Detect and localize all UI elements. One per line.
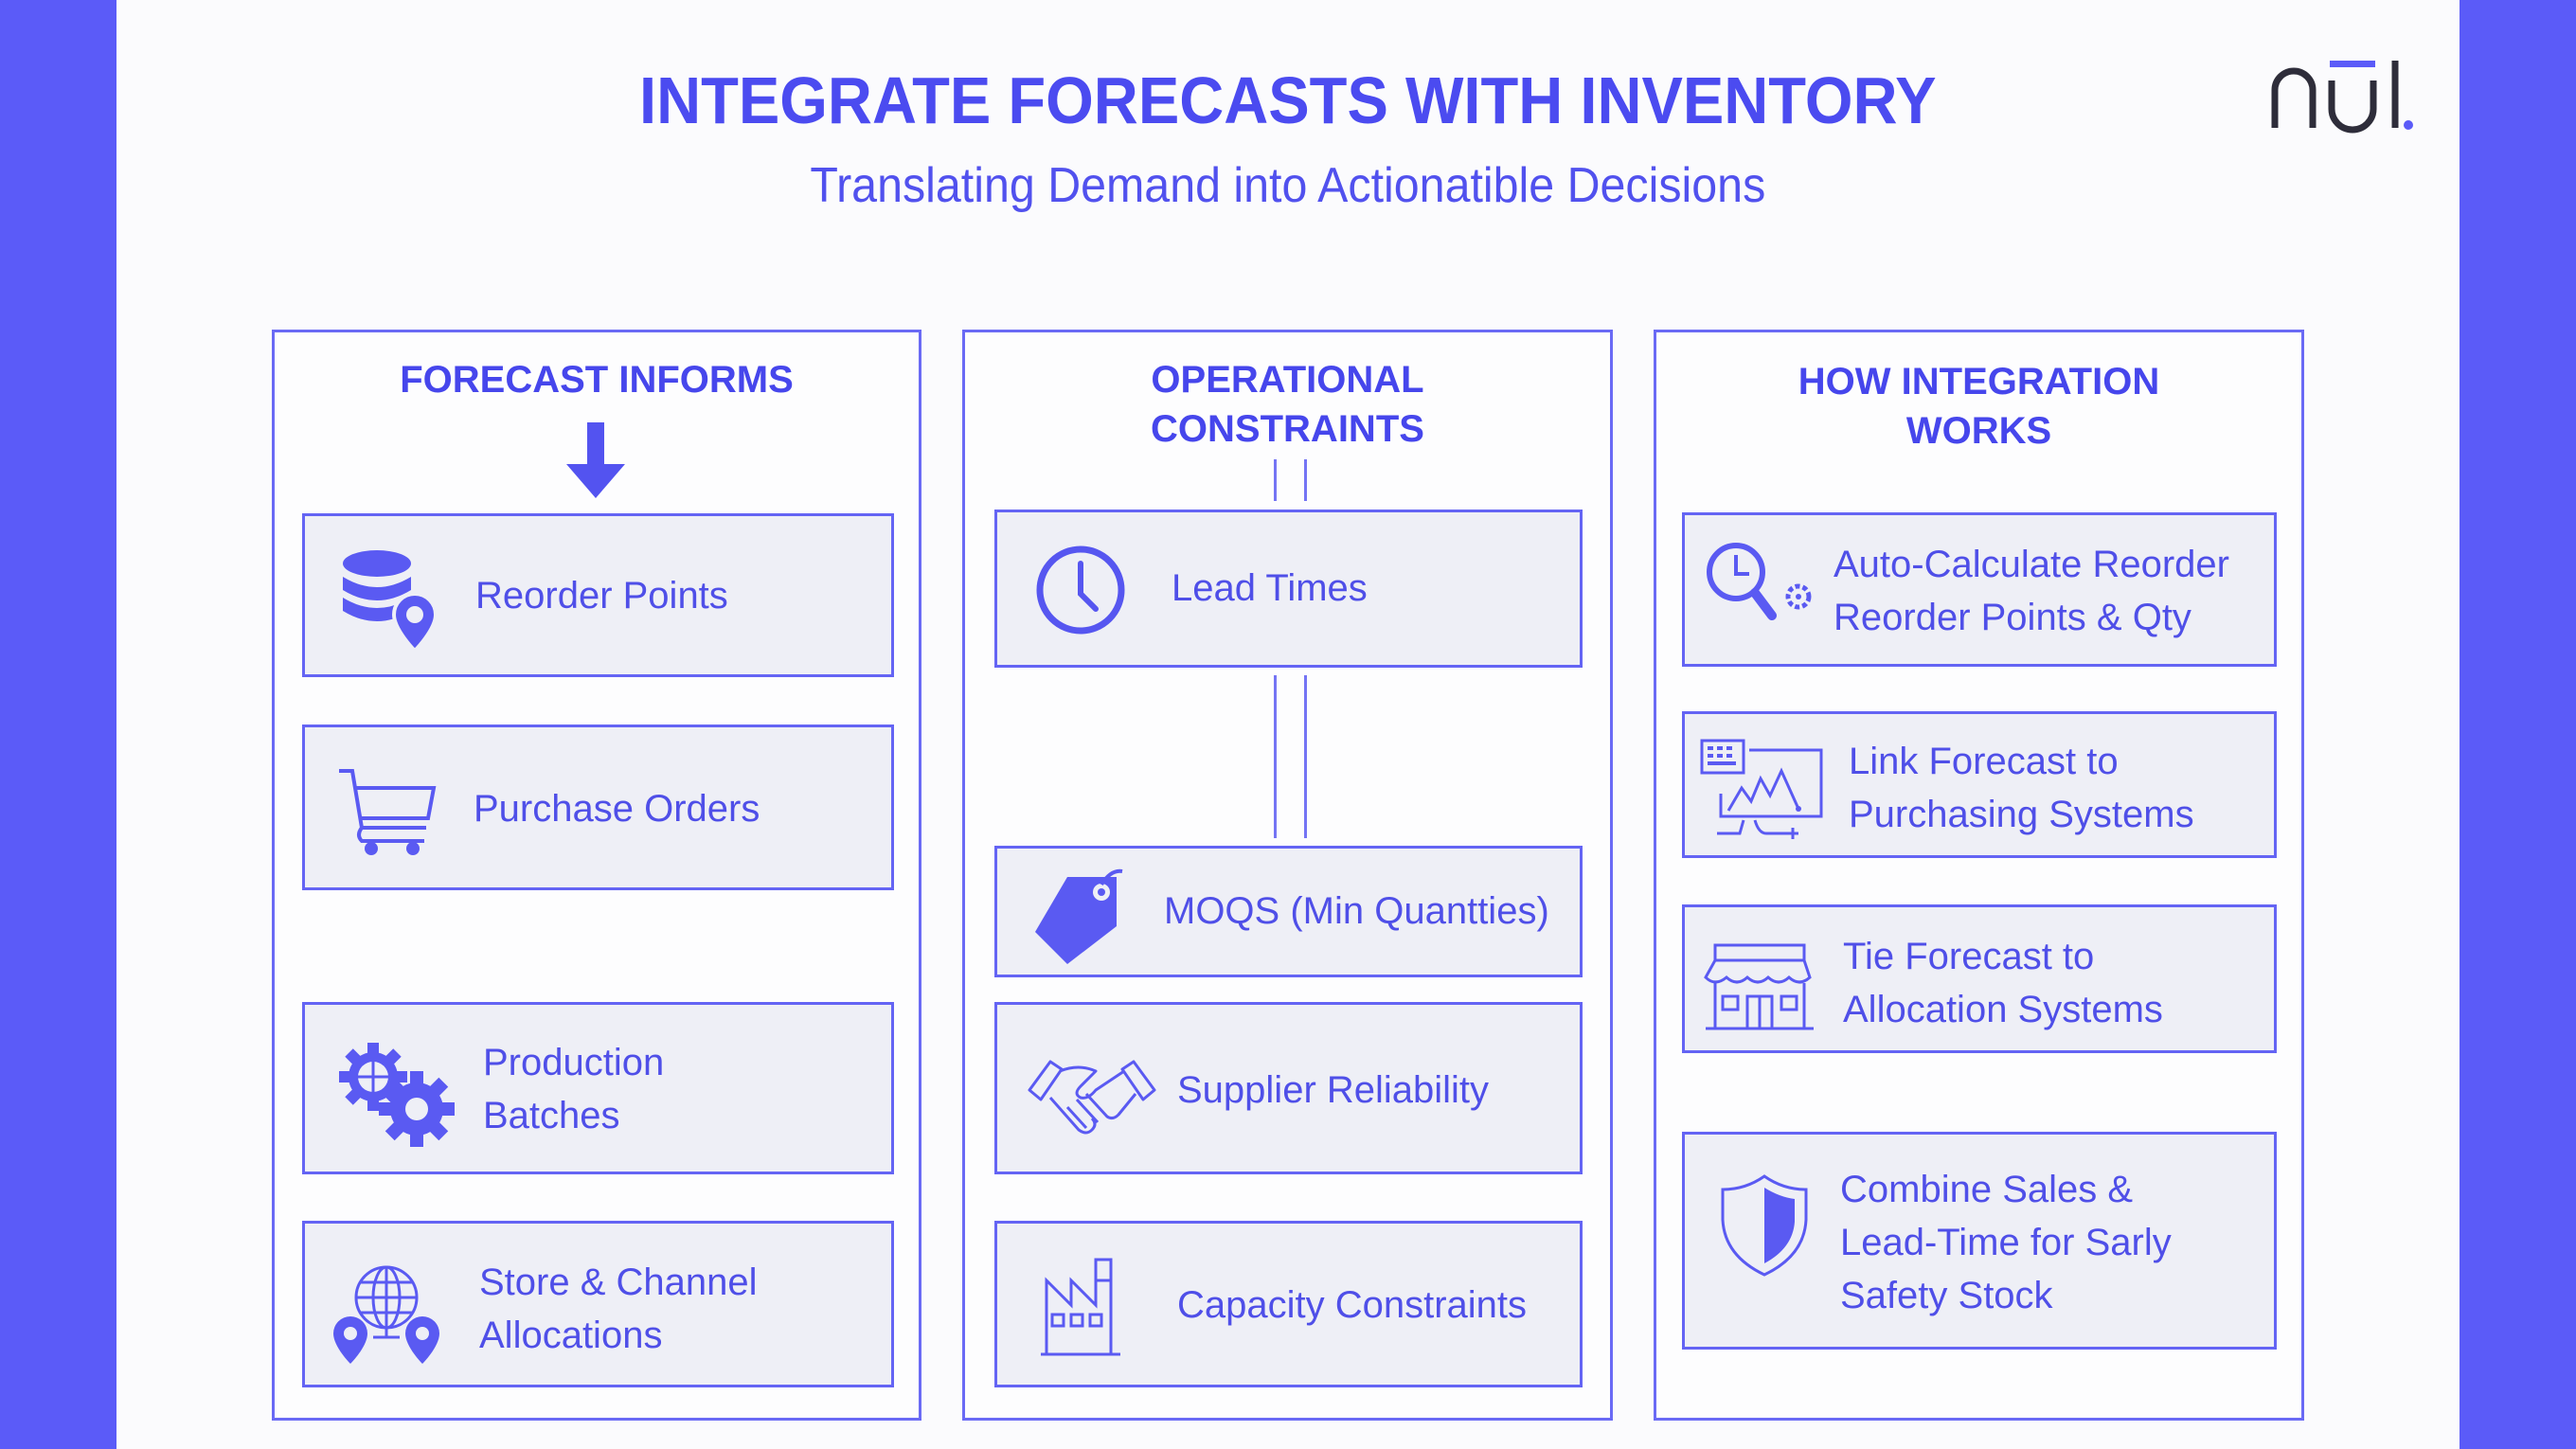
box-label: Capacity Constraints (1177, 1284, 1528, 1326)
shield-icon (1719, 1172, 1810, 1277)
logo-icon (2271, 61, 2413, 134)
box-label: Tie Forecast to Allocation Systems (1843, 936, 2163, 1030)
box-store-channel-allocations: Store & Channel Allocations (302, 1221, 894, 1387)
connector-line (1304, 675, 1307, 838)
page-subtitle: Translating Demand into Actionatible Dec… (810, 158, 1766, 213)
box-label: MOQS (Min Quantties) (1164, 890, 1549, 932)
page-title: INTEGRATE FORECASTS WITH INVENTORY (639, 63, 1937, 137)
box-lead-times: Lead Times (994, 510, 1583, 668)
box-combine-sales: Combine Sales & Lead-Time for Sarly Safe… (1682, 1132, 2277, 1350)
connector-line (1304, 459, 1307, 501)
handshake-icon (1026, 1046, 1158, 1141)
clock-icon (1033, 543, 1128, 637)
nul-logo (2263, 47, 2424, 134)
box-link-forecast: Link Forecast to Purchasing Systems (1682, 711, 2277, 858)
box-label: Supplier Reliability (1177, 1069, 1490, 1111)
shopping-cart-icon (335, 767, 439, 857)
column-heading: HOW INTEGRATION WORKS (1798, 361, 2160, 452)
column-heading: FORECAST INFORMS (400, 359, 794, 401)
price-tag-icon (1031, 866, 1136, 965)
box-supplier-reliability: Supplier Reliability (994, 1002, 1583, 1174)
box-auto-calculate: Auto-Calculate Reorder Reorder Points & … (1682, 512, 2277, 667)
box-purchase-orders: Purchase Orders (302, 724, 894, 890)
column-how-integration-works: HOW INTEGRATION WORKS Auto-Calculate Reo… (1654, 330, 2304, 1421)
box-label: Store & Channel Allocations (479, 1261, 758, 1356)
factory-icon (1041, 1256, 1126, 1360)
column-heading: OPERATIONAL CONSTRAINTS (1151, 359, 1424, 450)
column-operational-constraints: OPERATIONAL CONSTRAINTS Lead Times MOQS … (962, 330, 1613, 1421)
connector-line (1274, 459, 1277, 501)
box-moqs: MOQS (Min Quantties) (994, 846, 1583, 977)
box-production-batches: Production Batches (302, 1002, 894, 1174)
box-label: Purchase Orders (474, 788, 760, 830)
box-label: Production Batches (483, 1042, 665, 1136)
box-label: Link Forecast to Purchasing Systems (1849, 741, 2194, 835)
gears-icon (339, 1041, 455, 1147)
box-label: Reorder Points (475, 575, 728, 617)
box-label: Auto-Calculate Reorder Reorder Points & … (1834, 544, 2229, 638)
column-forecast-informs: FORECAST INFORMS Reorder Points (272, 330, 921, 1421)
storefront-icon (1704, 943, 1817, 1034)
database-location-icon (341, 548, 445, 653)
box-label: Combine Sales & Lead-Time for Sarly Safe… (1840, 1169, 2172, 1316)
globe-locations-icon (330, 1261, 443, 1366)
box-reorder-points: Reorder Points (302, 513, 894, 677)
monitor-chart-icon (1700, 739, 1823, 843)
box-label: Lead Times (1172, 567, 1368, 609)
box-tie-forecast: Tie Forecast to Allocation Systems (1682, 904, 2277, 1053)
arrow-down-icon (564, 422, 627, 505)
connector-line (1274, 675, 1277, 838)
search-clock-gear-icon (1704, 540, 1817, 635)
box-capacity-constraints: Capacity Constraints (994, 1221, 1583, 1387)
